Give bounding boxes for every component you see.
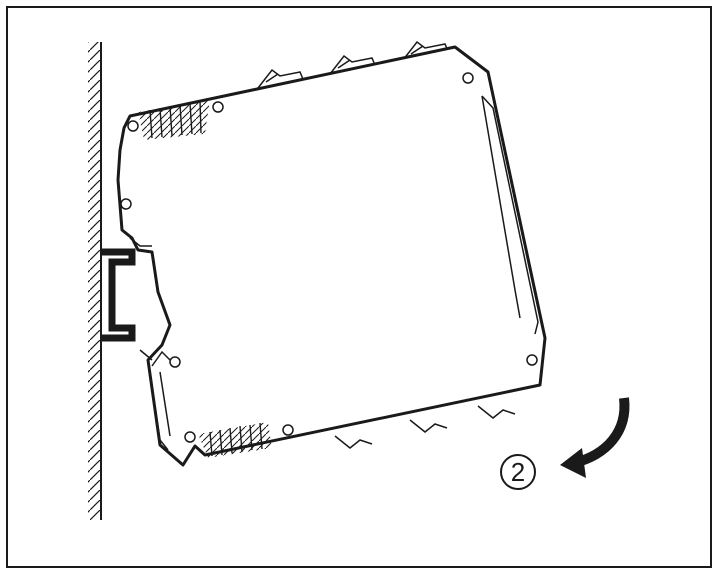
circled-number-icon bbox=[500, 454, 536, 490]
mounting-wall bbox=[88, 42, 102, 520]
din-rail bbox=[101, 248, 136, 342]
bottom-terminal-connectors bbox=[334, 405, 516, 449]
curved-arrow-down-left-icon bbox=[560, 397, 630, 478]
housing-screws bbox=[120, 72, 538, 443]
front-panel-edge bbox=[481, 95, 539, 335]
bottom-vent-grille bbox=[198, 422, 272, 458]
step-marker: 2 bbox=[500, 454, 536, 490]
rail-hook bbox=[129, 237, 152, 247]
mounting-latch bbox=[139, 349, 173, 451]
module-housing bbox=[116, 45, 547, 467]
step-number: 2 bbox=[511, 457, 525, 487]
top-vent-grille bbox=[138, 100, 210, 140]
